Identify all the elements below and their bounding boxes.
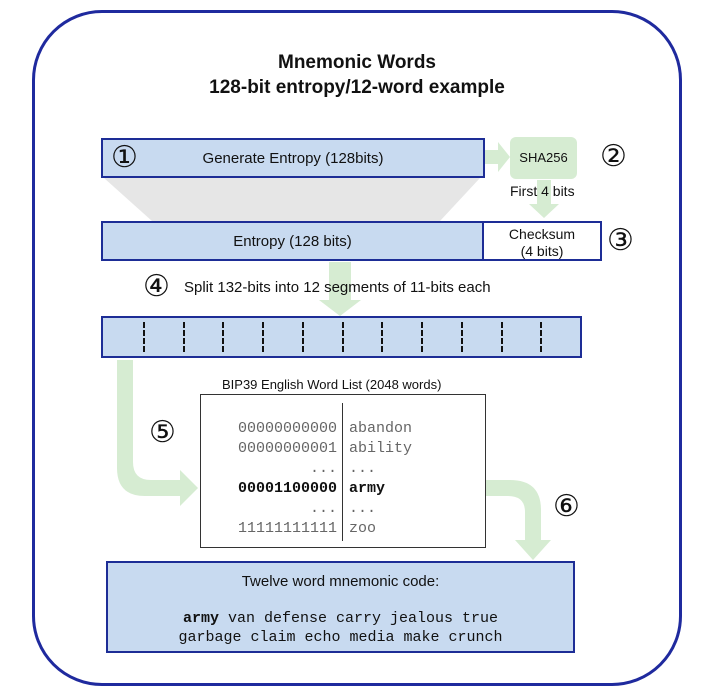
mnemonic-line-1-rest: van defense carry jealous true	[218, 610, 499, 627]
arrow-to-mnemonic	[486, 480, 551, 560]
generate-entropy-box: Generate Entropy (128bits)	[101, 138, 485, 178]
sha256-box: SHA256	[510, 137, 577, 179]
entropy-box: Entropy (128 bits)	[101, 221, 484, 261]
arrow-to-segments	[319, 262, 361, 316]
mnemonic-line-1: army van defense carry jealous true	[108, 610, 573, 627]
wordlist-bits-row: 11111111111	[237, 520, 337, 537]
sha256-label: SHA256	[519, 150, 568, 165]
checksum-label-2: (4 bits)	[520, 243, 564, 259]
first-4-bits-label: First 4 bits	[510, 183, 575, 199]
step-5-marker: ⑤	[149, 416, 176, 449]
mnemonic-first-word: army	[182, 610, 219, 627]
wordlist-divider	[342, 403, 343, 541]
mnemonic-line-2: garbage claim echo media make crunch	[178, 629, 503, 646]
wordlist-bits-row: 00000000001	[237, 440, 337, 457]
arrow-to-wordlist	[117, 360, 198, 506]
checksum-label-1: Checksum	[508, 226, 576, 242]
mnemonic-box: Twelve word mnemonic code: army van defe…	[106, 561, 575, 653]
step-2-marker: ②	[600, 140, 627, 173]
segment-divider	[461, 322, 463, 352]
step-3-marker: ③	[607, 224, 634, 257]
segment-divider	[501, 322, 503, 352]
wordlist-bits-row: ...	[309, 500, 337, 517]
wordlist-word-row: ...	[349, 460, 377, 477]
segment-divider	[183, 322, 185, 352]
wordlist-table: 00000000000 00000000001... 00001100000... 1…	[200, 394, 486, 548]
segment-divider	[302, 322, 304, 352]
step-4-marker: ④	[143, 270, 170, 303]
wordlist-words-column: abandon ability... army... zoo	[349, 419, 479, 539]
split-label: Split 132-bits into 12 segments of 11-bi…	[184, 279, 491, 296]
segment-divider	[540, 322, 542, 352]
mnemonic-title: Twelve word mnemonic code:	[241, 573, 440, 590]
outer-frame	[32, 10, 682, 686]
segment-divider	[421, 322, 423, 352]
step-6-marker: ⑥	[553, 490, 580, 523]
wordlist-bits-row: 00000000000	[237, 420, 337, 437]
wordlist-word-row: ...	[349, 500, 377, 517]
wordlist-bits-row: 00001100000	[237, 480, 337, 497]
segment-bar	[101, 316, 582, 358]
arrow-to-sha	[484, 142, 510, 172]
step-1-marker: ①	[111, 141, 138, 174]
wordlist-bits-column: 00000000000 00000000001... 00001100000... 1…	[207, 419, 337, 539]
segment-divider	[381, 322, 383, 352]
generate-entropy-label: Generate Entropy (128bits)	[202, 150, 384, 167]
title-line-2: 128-bit entropy/12-word example	[209, 77, 505, 98]
segment-divider	[222, 322, 224, 352]
entropy-label: Entropy (128 bits)	[233, 233, 352, 250]
wordlist-bits-row: ...	[309, 460, 337, 477]
wordlist-word-row: ability	[349, 440, 413, 457]
wordlist-word-row: zoo	[349, 520, 377, 537]
title-line-1: Mnemonic Words	[278, 52, 436, 73]
wordlist-title: BIP39 English Word List (2048 words)	[222, 377, 442, 392]
entropy-funnel	[104, 178, 480, 221]
segment-divider	[143, 322, 145, 352]
segment-divider	[342, 322, 344, 352]
checksum-box: Checksum (4 bits)	[482, 221, 602, 261]
wordlist-word-row: army	[349, 480, 386, 497]
segment-divider	[262, 322, 264, 352]
wordlist-word-row: abandon	[349, 420, 413, 437]
arrow-to-checksum	[529, 180, 559, 218]
